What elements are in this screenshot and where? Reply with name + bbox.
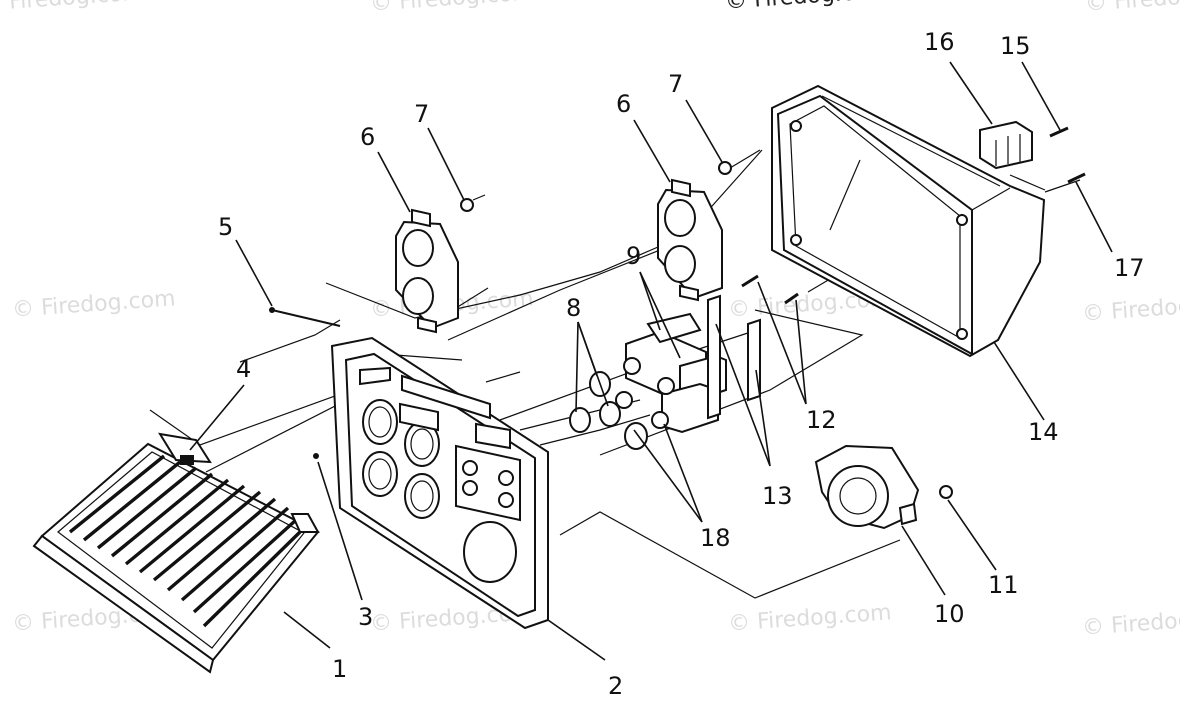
callout-13: 13 — [762, 482, 793, 510]
control-panel-part — [330, 336, 549, 630]
callout-14: 14 — [1028, 418, 1059, 446]
callout-numbers: 1 2 3 4 5 6 6 7 7 8 9 10 11 12 13 14 15 … — [218, 28, 1145, 700]
callout-7-left: 7 — [414, 100, 429, 128]
callout-1: 1 — [332, 655, 347, 683]
receptacle-left-part — [395, 208, 459, 334]
callout-17: 17 — [1114, 254, 1145, 282]
callout-6-left: 6 — [360, 123, 375, 151]
callout-9: 9 — [626, 242, 641, 270]
nut-parts — [460, 161, 732, 212]
callout-7-right: 7 — [668, 70, 683, 98]
receptacle-right-part — [657, 178, 723, 302]
cover-door-part — [32, 432, 320, 674]
callout-5: 5 — [218, 213, 233, 241]
breaker-boots-part — [569, 371, 648, 450]
circuit-breakers-part — [615, 312, 727, 434]
callout-12: 12 — [806, 406, 837, 434]
nut-part-11 — [939, 485, 953, 499]
callout-16: 16 — [924, 28, 955, 56]
callout-18: 18 — [700, 524, 731, 552]
callout-11: 11 — [988, 571, 1019, 599]
terminal-block-part — [979, 120, 1033, 170]
housing-box-part — [771, 84, 1046, 358]
callout-4: 4 — [236, 355, 251, 383]
twist-lock-receptacle-part — [814, 444, 920, 530]
small-hardware — [269, 307, 341, 459]
callout-8: 8 — [566, 294, 581, 322]
callout-15: 15 — [1000, 32, 1031, 60]
terminal-screws — [1049, 126, 1086, 184]
bracket-parts — [707, 294, 761, 420]
screw-parts — [741, 274, 799, 305]
callout-10: 10 — [934, 600, 965, 628]
callout-3: 3 — [358, 603, 373, 631]
leader-lines — [189, 61, 1113, 661]
callout-6-right: 6 — [616, 90, 631, 118]
callout-2: 2 — [608, 672, 623, 700]
